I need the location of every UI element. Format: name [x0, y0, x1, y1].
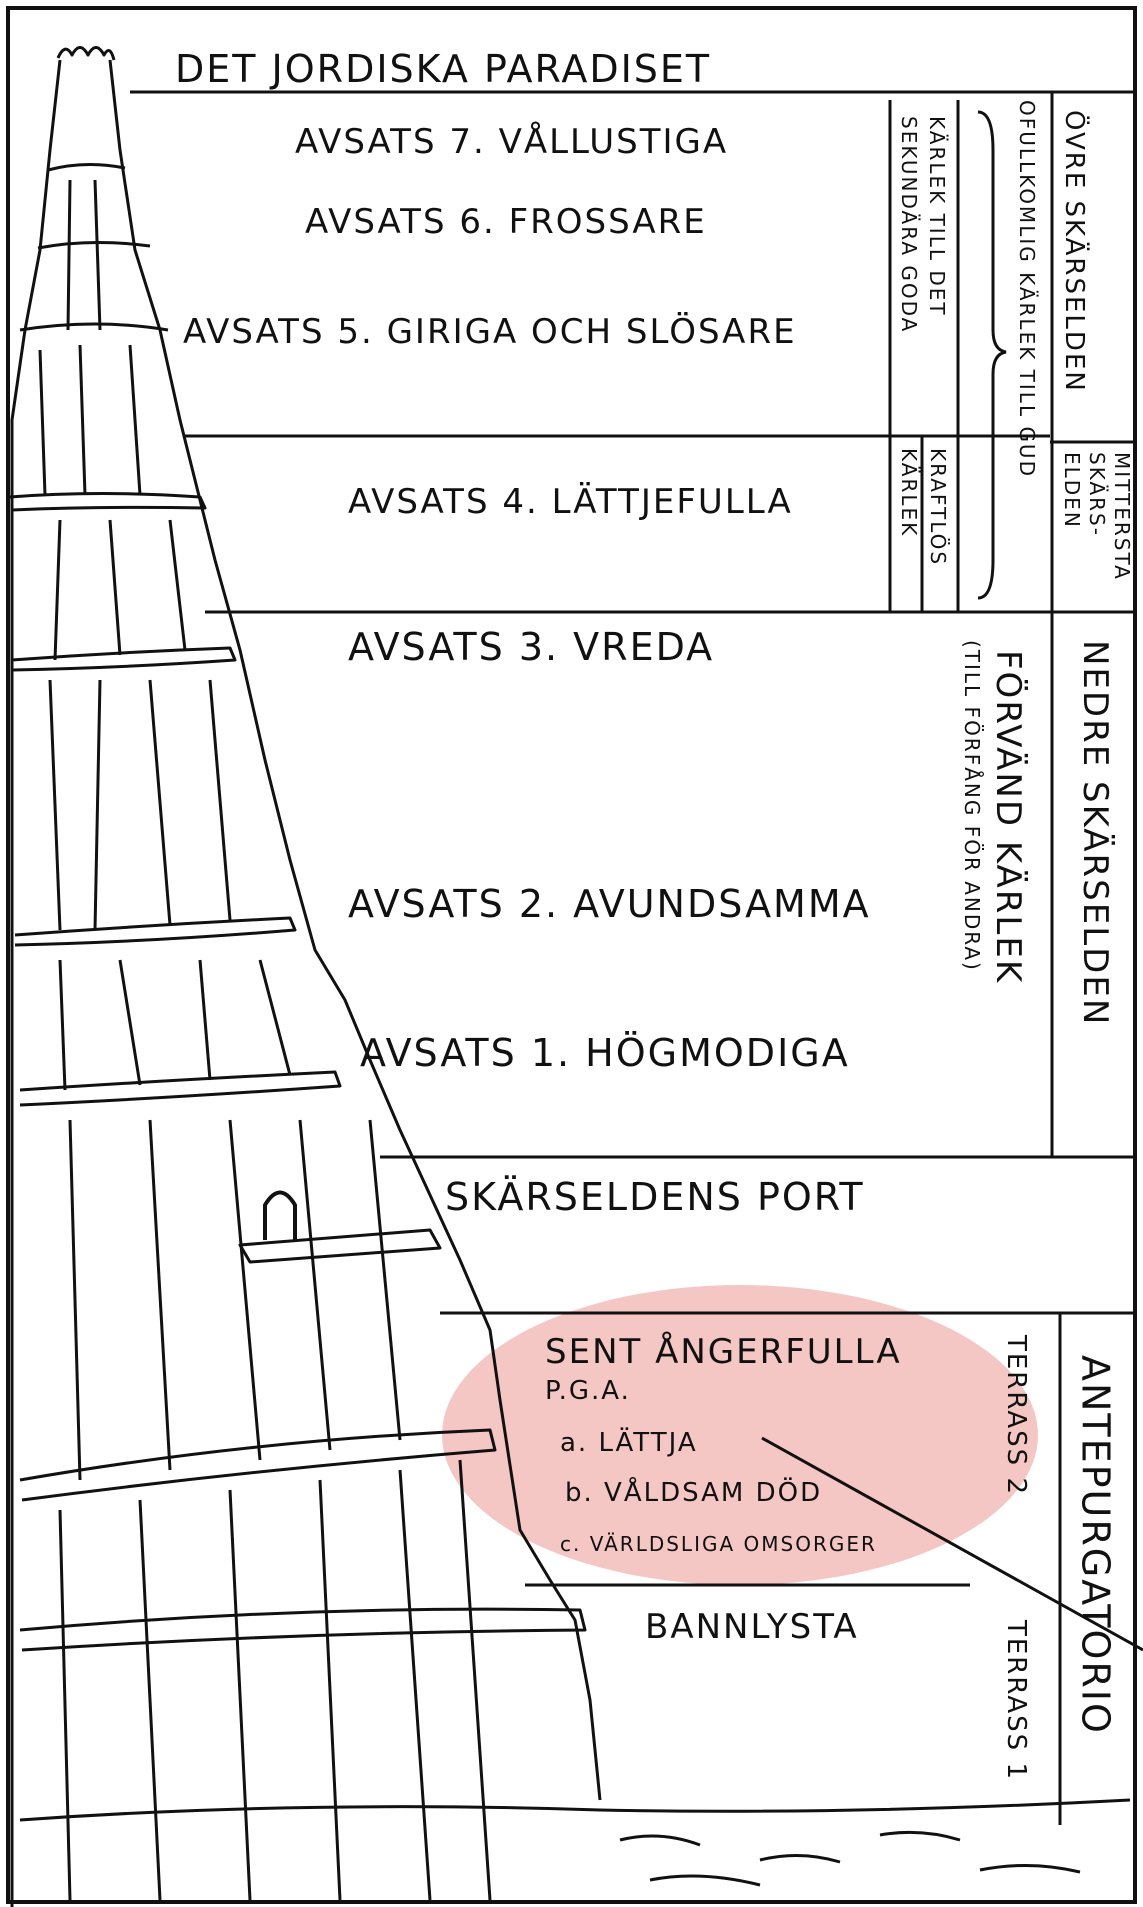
- late-repentant-item-c: c. VÄRLDSLIGA OMSORGER: [560, 1534, 877, 1554]
- zone-middle-c-label: ELDEN: [1060, 452, 1083, 529]
- love-lower-line1: FÖRVÄND KÄRLEK: [988, 650, 1027, 984]
- zone-middle-b-label: SKÄRS-: [1085, 452, 1108, 537]
- rim-4: [10, 494, 205, 511]
- ground-line: [20, 1800, 1130, 1820]
- love-inner-b-label: SEKUNDÄRA GODA: [897, 116, 920, 333]
- rim-3: [12, 648, 235, 670]
- zone-middle-a-label: MITTERSTA: [1110, 452, 1133, 581]
- ledge-1-label: AVSATS 1. HÖGMODIGA: [360, 1034, 850, 1072]
- late-repentant-because: P.G.A.: [545, 1378, 631, 1404]
- late-repentant-item-b: b. VÅLDSAM DÖD: [565, 1480, 822, 1506]
- late-repentant-item-a: a. LÄTTJA: [560, 1430, 698, 1456]
- rim-gate: [240, 1230, 440, 1262]
- paradise-label: DET JORDISKA PARADISET: [175, 50, 711, 88]
- rim-5: [20, 324, 168, 330]
- love-lower-line2: (TILL FÖRFÅNG FÖR ANDRA): [960, 640, 983, 972]
- gate-arch: [265, 1193, 295, 1241]
- summit-crown: [58, 48, 114, 61]
- rim-terrace-1: [20, 1609, 585, 1650]
- gate-label: SKÄRSELDENS PORT: [445, 1178, 865, 1216]
- terrace-2-label: TERRASS 2: [1000, 1335, 1030, 1496]
- zone-ante-label: ANTEPURGATORIO: [1073, 1355, 1117, 1735]
- ledge-3-label: AVSATS 3. VREDA: [348, 628, 714, 666]
- brace: [978, 112, 1006, 598]
- ledge-6-label: AVSATS 6. FROSSARE: [305, 205, 707, 239]
- ground-texture: [620, 1832, 1080, 1885]
- ledge-2-label: AVSATS 2. AVUNDSAMMA: [348, 885, 871, 923]
- ledge-7-label: AVSATS 7. VÅLLUSTIGA: [295, 125, 728, 159]
- love-outer-label: OFULLKOMLIG KÄRLEK TILL GUD: [1015, 100, 1038, 478]
- zone-upper-label: ÖVRE SKÄRSELDEN: [1058, 110, 1088, 393]
- rim-1: [20, 1072, 340, 1105]
- terrace-1-label: TERRASS 1: [1000, 1620, 1030, 1781]
- rim-7: [48, 164, 125, 170]
- love-middle-a-label: KRAFTLÖS: [926, 448, 949, 566]
- zone-lower-label: NEDRE SKÄRSELDEN: [1075, 640, 1114, 1026]
- ledge-4-label: AVSATS 4. LÄTTJEFULLA: [348, 485, 793, 519]
- love-inner-a-label: KÄRLEK TILL DET: [925, 116, 948, 317]
- love-middle-b-label: KÄRLEK: [897, 448, 920, 537]
- rim-2: [15, 918, 295, 945]
- late-repentant-title: SENT ÅNGERFULLA: [545, 1335, 902, 1369]
- excommunicated-label: BANNLYSTA: [645, 1610, 859, 1644]
- ledge-5-label: AVSATS 5. GIRIGA OCH SLÖSARE: [183, 315, 797, 349]
